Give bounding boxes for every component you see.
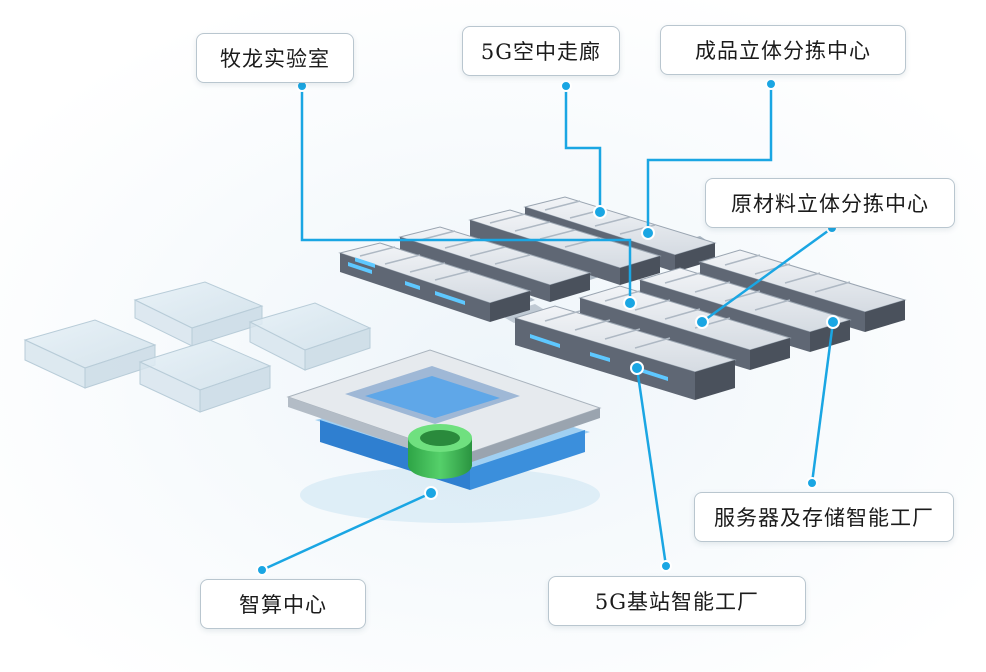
label-finished-sorting: 成品立体分拣中心 — [660, 25, 906, 75]
label-compute-center: 智算中心 — [200, 579, 366, 629]
leader-lines — [261, 84, 835, 572]
leader-line-raw-sorting — [701, 226, 833, 324]
label-server-factory: 服务器及存储智能工厂 — [694, 492, 954, 542]
label-raw-sorting: 原材料立体分拣中心 — [705, 178, 955, 228]
leader-line-skywalk — [564, 86, 602, 212]
label-base-station-factory: 5G基站智能工厂 — [548, 576, 806, 626]
compute-center-building — [286, 349, 602, 523]
label-lab: 牧龙实验室 — [196, 33, 354, 83]
glass-blocks — [23, 281, 372, 413]
leader-line-finished-sorting — [646, 84, 773, 233]
roof-details — [359, 200, 851, 349]
label-skywalk: 5G空中走廊 — [462, 26, 620, 76]
leader-line-lab — [300, 86, 632, 303]
leader-line-base-station — [635, 367, 668, 567]
leader-line-compute-center — [261, 491, 432, 572]
leader-dots — [256, 78, 840, 576]
window-lights — [348, 262, 668, 381]
leader-line-server-factory — [810, 321, 835, 484]
